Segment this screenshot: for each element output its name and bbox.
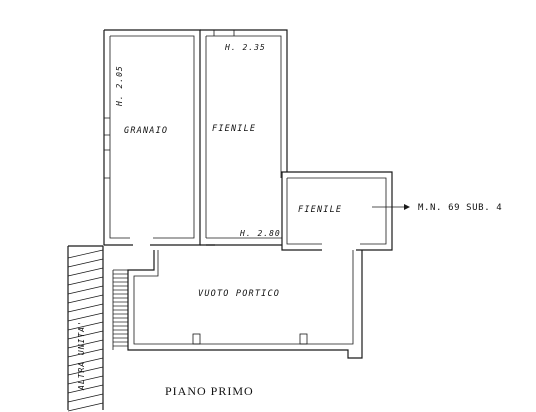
height-granaio: H. 2.05	[115, 65, 124, 107]
portico-room	[112, 250, 363, 359]
altra-unita-label: ALTRA UNITA'	[77, 320, 86, 391]
fienile-small-room	[281, 171, 393, 251]
granaio-room	[103, 29, 201, 246]
plan-title: PIANO PRIMO	[165, 384, 254, 398]
hatch-line	[67, 249, 104, 259]
hatch-line	[67, 357, 104, 367]
hatch-line	[67, 258, 104, 268]
hatch-line	[67, 402, 104, 412]
height-fienile-bottom: H. 2.80	[239, 229, 281, 238]
hatch-line	[67, 267, 104, 277]
hatch-line	[67, 321, 104, 331]
fienile-main-room	[200, 29, 288, 246]
hatch-line	[67, 375, 104, 385]
hatch-line	[67, 312, 104, 322]
hatch-line	[67, 384, 104, 394]
hatch-line	[67, 339, 104, 349]
hatch-line	[67, 285, 104, 295]
hatch-line	[67, 294, 104, 304]
hatch-line	[67, 330, 104, 340]
fienile-main-label: FIENILE	[212, 124, 256, 134]
hatch-line	[67, 348, 104, 358]
reference-label: M.N. 69 SUB. 4	[418, 203, 502, 213]
altra-unita-hatch	[67, 245, 104, 412]
hatch-line	[67, 393, 104, 403]
hatch-line	[67, 366, 104, 376]
mid-wall	[206, 237, 282, 246]
height-fienile-top: H. 2.35	[224, 43, 266, 52]
granaio-label: GRANAIO	[124, 126, 168, 136]
vuoto-portico-label: VUOTO PORTICO	[198, 289, 280, 299]
hatch-line	[67, 303, 104, 313]
fienile-small-label: FIENILE	[298, 205, 342, 215]
hatch-line	[67, 276, 104, 286]
reference-arrow	[372, 204, 410, 210]
